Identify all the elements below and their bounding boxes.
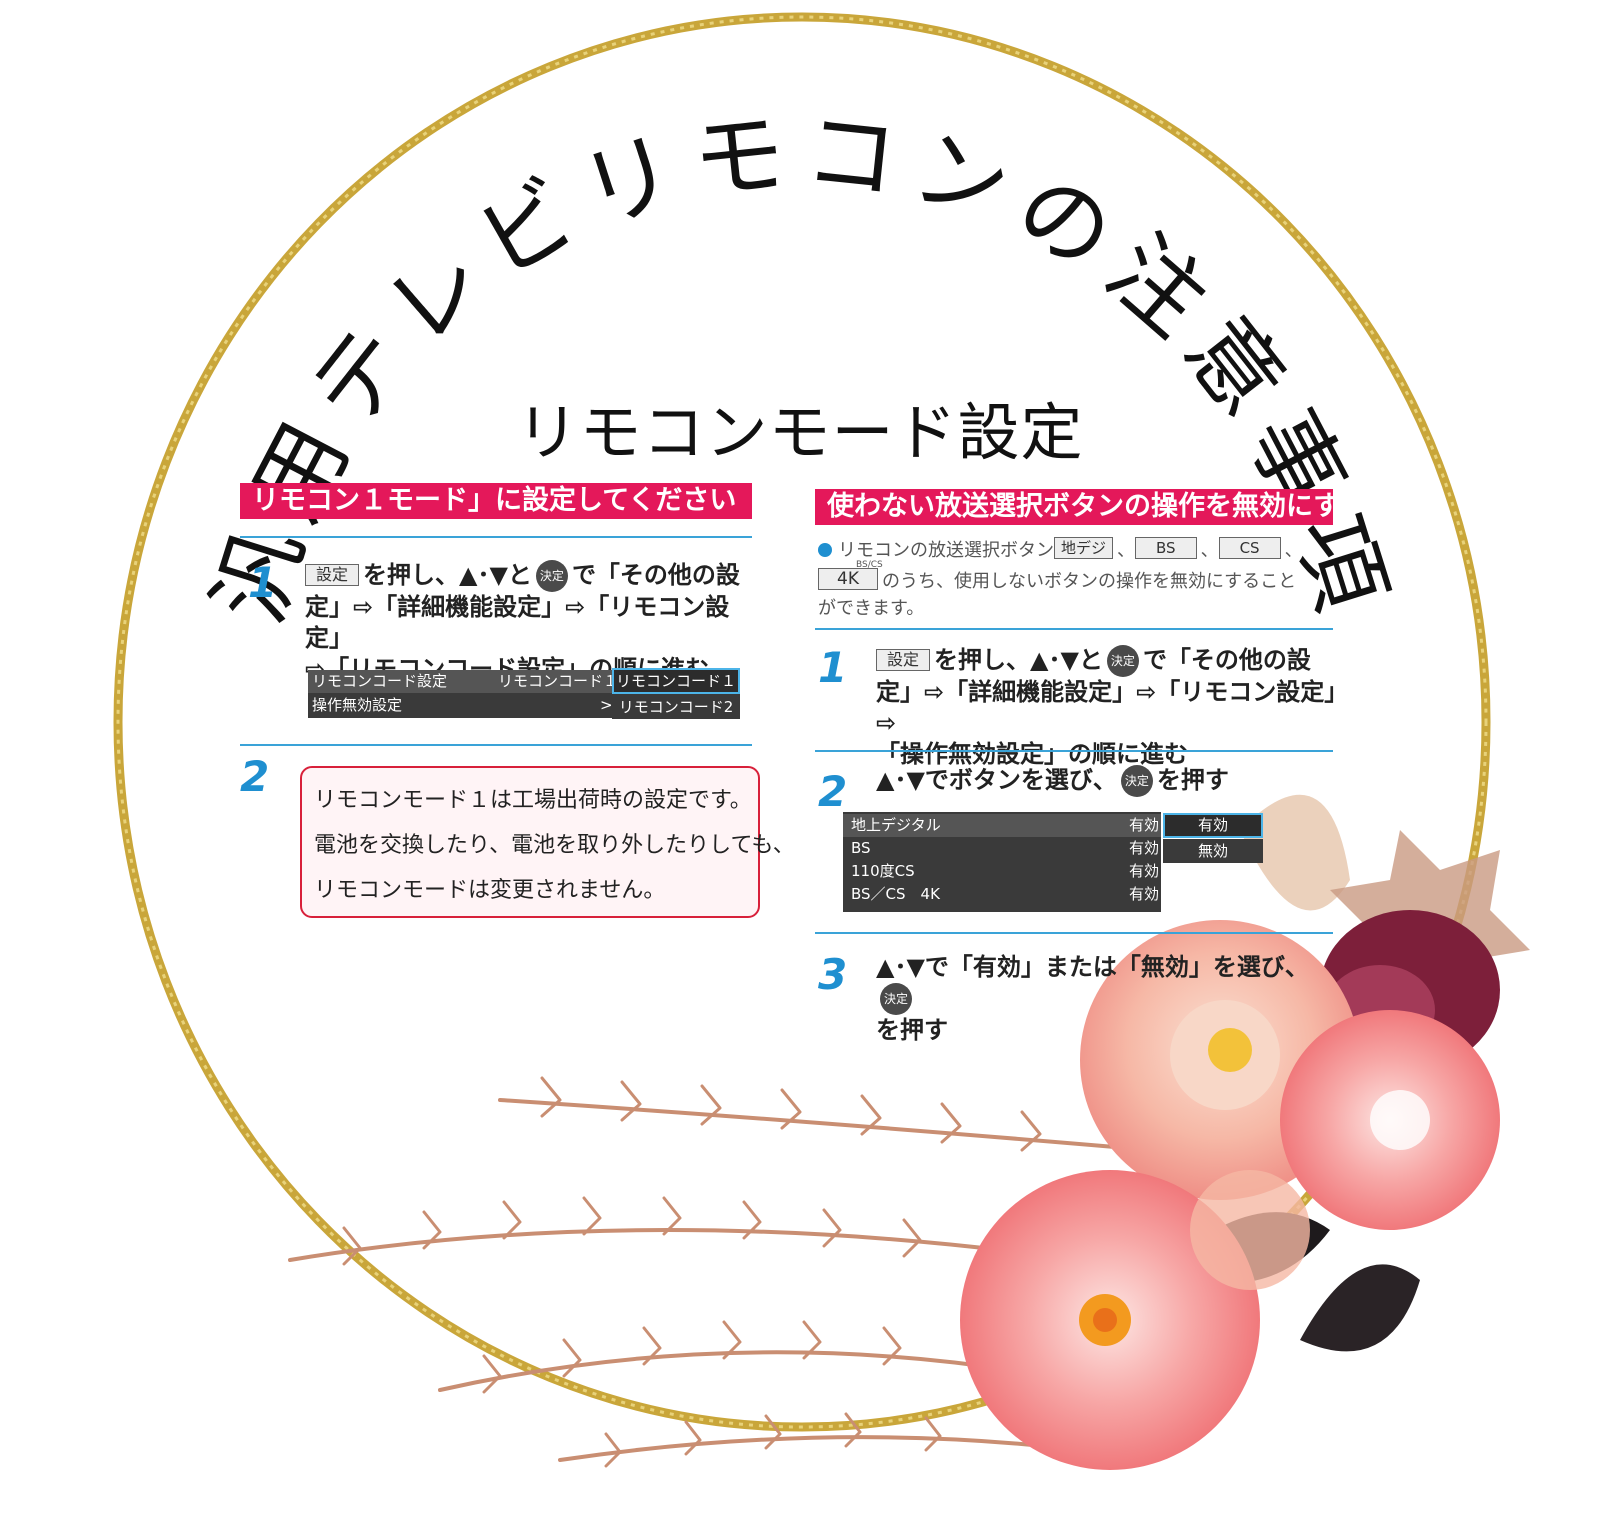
cs-key: CS (1218, 537, 1281, 559)
left-step2-number: 2 (240, 752, 270, 801)
subtitle: リモコンモード設定 (516, 396, 1084, 469)
left-step2-note: リモコンモード１は工場出荷時の設定です。 電池を交換したり、電池を取り外したりし… (300, 766, 795, 918)
right-step1-text: 設定を押し、▲･▼と決定で「その他の設 定」⇨「詳細機能設定」⇨「リモコン設定」… (876, 645, 1337, 768)
bs-cs-ruby: BS/CS (856, 560, 883, 570)
right-heading: 使わない放送選択ボタンの操作を無効にする (815, 489, 1333, 525)
ok-button-icon: 決定 (1120, 765, 1153, 797)
right-step2-number: 2 (818, 767, 848, 816)
right-step2-text: ▲･▼でボタンを選び、決定を押す (876, 765, 1346, 797)
right-divider-2 (815, 750, 1333, 752)
bs-key: BS (1135, 537, 1197, 559)
flower-bouquet (960, 794, 1530, 1470)
right-step3-text: ▲･▼で「有効」または「無効」を選び、決定 を押す (876, 953, 1309, 1044)
menu-row-terrestrial[interactable]: 地上デジタル 有効 (843, 814, 1161, 837)
broadcast-button-menu: 地上デジタル 有効 BS 有効 110度CS 有効 BS／CS 4K 有効 (843, 812, 1161, 912)
menu-row-bscs-4k[interactable]: BS／CS 4K 有効 (851, 885, 1160, 903)
popup-remote-code-1[interactable]: リモコンコード１ (612, 668, 740, 694)
menu-row-110cs[interactable]: 110度CS 有効 (851, 862, 1160, 880)
popup-enabled[interactable]: 有効 (1163, 813, 1263, 838)
left-divider-2 (240, 744, 752, 746)
bullet-icon (818, 543, 832, 557)
popup-remote-code-2[interactable]: リモコンコード2 (612, 695, 740, 719)
left-step1-number: 1 (248, 558, 278, 607)
right-step1-number: 1 (818, 643, 848, 692)
left-divider-1 (240, 536, 752, 538)
ok-button-icon: 決定 (880, 983, 912, 1015)
right-divider-3 (815, 932, 1333, 934)
settings-key: 設定 (305, 564, 360, 586)
popup-disabled[interactable]: 無効 (1163, 839, 1263, 863)
ok-button-icon: 決定 (1106, 645, 1139, 677)
settings-key-right: 設定 (876, 649, 931, 671)
ok-button-icon: 決定 (535, 560, 568, 592)
menu-row-disable[interactable]: 操作無効設定 > (312, 696, 613, 714)
menu-row-bs[interactable]: BS 有効 (851, 839, 1160, 857)
right-step3-number: 3 (818, 950, 848, 999)
left-heading: リモコン１モード」に設定してください (240, 483, 752, 519)
right-divider-1 (815, 628, 1333, 630)
terrestrial-key: 地デジ (1054, 537, 1114, 559)
left-step1-text: 設定を押し、▲･▼と決定で「その他の設 定」⇨「詳細機能設定」⇨「リモコン設定」… (305, 560, 740, 683)
4k-key: 4K (818, 568, 878, 590)
